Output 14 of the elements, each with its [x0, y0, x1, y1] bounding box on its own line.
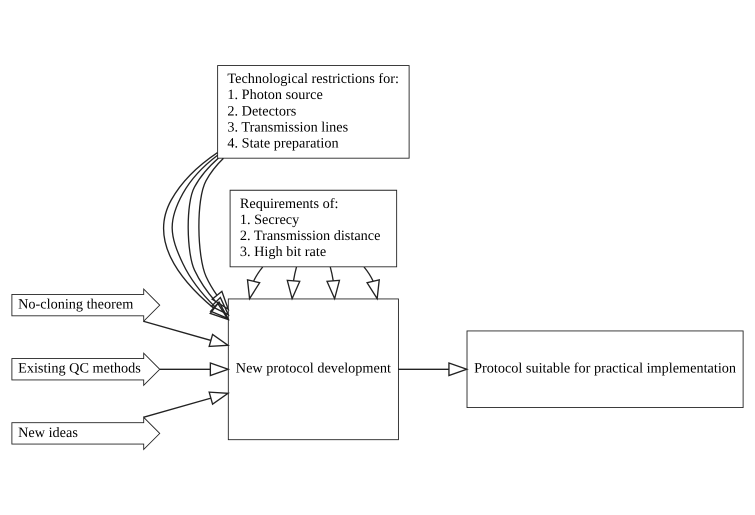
node-box: Protocol suitable for practical implementation — [466, 330, 744, 408]
node-box: Requirements of: 1. Secrecy 2. Transmission distance 3. High bit rate — [230, 190, 398, 268]
arrow — [198, 158, 230, 311]
arrow — [188, 158, 230, 316]
arrow — [286, 266, 301, 301]
node-box: New protocol development — [228, 298, 399, 440]
arrow — [363, 266, 380, 301]
arrow — [246, 266, 264, 301]
arrow — [160, 362, 230, 376]
arrow — [143, 391, 230, 418]
node-box: Technological restrictions for: 1. Photon source 2. Detectors 3. Transmission lines 4. State preparation — [217, 65, 410, 159]
arrow — [143, 320, 230, 348]
arrow — [398, 362, 469, 376]
arrow — [326, 266, 340, 301]
